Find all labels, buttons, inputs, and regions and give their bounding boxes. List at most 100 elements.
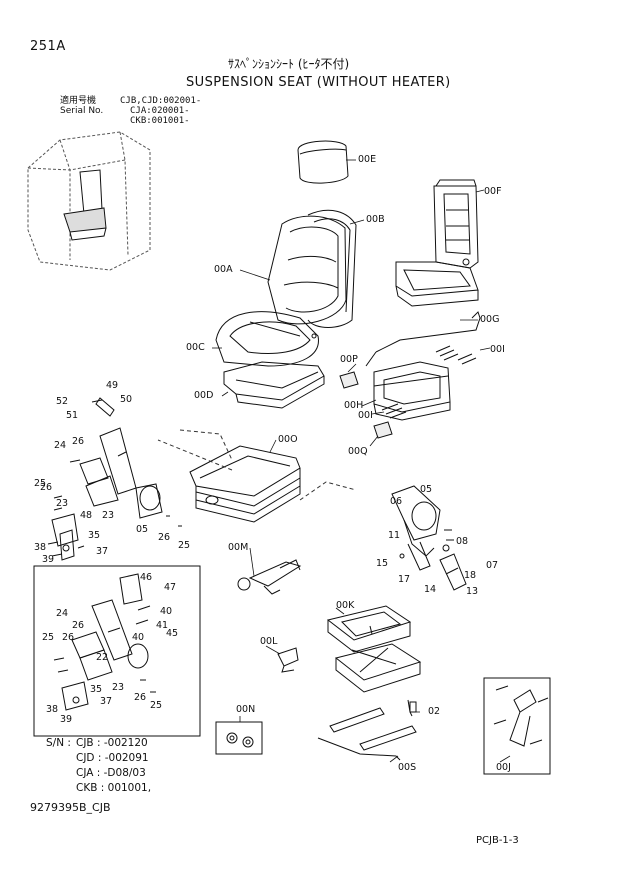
callout-00I-upper: 00I xyxy=(490,344,505,355)
callout-49: 49 xyxy=(106,380,118,391)
sn-row-3: CJA : -D08/03 xyxy=(76,767,146,779)
callout-08: 08 xyxy=(456,536,468,547)
cab-seat-highlight xyxy=(63,169,107,241)
springs-00I xyxy=(381,345,477,419)
callout-24-inset: 24 xyxy=(56,608,68,619)
nuts-00N xyxy=(215,721,263,755)
callout-00J: 00J xyxy=(496,762,511,773)
callout-00I-lower: 00I xyxy=(358,410,373,421)
page-reference: PCJB-1-3 xyxy=(476,835,519,846)
knob-00P xyxy=(339,371,359,389)
callout-23-b: 23 xyxy=(102,510,114,521)
callout-06: 06 xyxy=(390,496,402,507)
callout-26-inset-b: 26 xyxy=(62,632,74,643)
lever-00M xyxy=(237,559,302,595)
callout-48: 48 xyxy=(80,510,92,521)
callout-25-b: 25 xyxy=(178,540,190,551)
callout-00B: 00B xyxy=(366,214,385,225)
shock-absorber-00J xyxy=(483,677,551,775)
seat-pan-00D xyxy=(223,361,325,409)
armrest-right-assembly xyxy=(391,485,467,591)
callout-14: 14 xyxy=(424,584,436,595)
callout-00K: 00K xyxy=(336,600,355,611)
callout-00D: 00D xyxy=(194,390,213,401)
callout-17: 17 xyxy=(398,574,410,585)
callout-13: 13 xyxy=(466,586,478,597)
callout-47: 47 xyxy=(164,582,176,593)
callout-00O: 00O xyxy=(278,434,298,445)
inset-box xyxy=(33,565,201,737)
callouts: 00E 00F 00B 00A 00G 00C 00P 00I 00D 00H … xyxy=(34,154,511,773)
callout-40-a: 40 xyxy=(160,606,172,617)
callout-18: 18 xyxy=(464,570,476,581)
cab-illustration xyxy=(27,131,151,271)
document-number: 9279395B_CJB xyxy=(30,801,111,814)
slide-rail-00H xyxy=(373,361,451,421)
callout-50: 50 xyxy=(120,394,132,405)
callout-35-inset: 35 xyxy=(90,684,102,695)
callout-22: 22 xyxy=(96,652,108,663)
callout-00S: 00S xyxy=(398,762,416,773)
sn-prefix: S/N : xyxy=(46,737,71,749)
page-id: 251A xyxy=(30,39,66,54)
callout-39-inset: 39 xyxy=(60,714,72,725)
callout-05-right: 05 xyxy=(420,484,432,495)
sn-row-1: CJB : -002120 xyxy=(76,737,148,749)
callout-00P: 00P xyxy=(340,354,358,365)
callout-45: 45 xyxy=(166,628,178,639)
callout-26-a: 26 xyxy=(72,436,84,447)
callout-leaders xyxy=(212,159,511,763)
headrest-00E xyxy=(297,140,349,184)
callout-39: 39 xyxy=(42,554,54,565)
callout-00Q: 00Q xyxy=(348,446,368,457)
callout-00L: 00L xyxy=(260,636,278,647)
title-english: SUSPENSION SEAT (WITHOUT HEATER) xyxy=(186,75,451,90)
sn-row-4: CKB : 001001, xyxy=(76,782,152,794)
callout-26-c: 26 xyxy=(158,532,170,543)
callout-11: 11 xyxy=(388,530,400,541)
callout-41: 41 xyxy=(156,620,168,631)
callout-25-inset-b: 25 xyxy=(150,700,162,711)
sn-row-2: CJD : -002091 xyxy=(76,752,149,764)
callout-26-b: 26 xyxy=(40,482,52,493)
callout-51: 51 xyxy=(66,410,78,421)
callout-37-inset: 37 xyxy=(100,696,112,707)
leader-dashes xyxy=(157,429,357,501)
callout-52: 52 xyxy=(56,396,68,407)
callout-00F: 00F xyxy=(484,186,502,197)
callout-02: 02 xyxy=(428,706,440,717)
serial-line-2: CJA:020001- xyxy=(130,106,190,116)
seat-cushion-00C xyxy=(215,311,319,367)
armrest-left-assembly xyxy=(47,397,182,561)
callout-40-b: 40 xyxy=(132,632,144,643)
callout-00H: 00H xyxy=(344,400,363,411)
callout-00A: 00A xyxy=(214,264,233,275)
callout-25-inset-a: 25 xyxy=(42,632,54,643)
serial-line-3: CKB:001001- xyxy=(130,116,190,126)
callout-00M: 00M xyxy=(228,542,248,553)
callout-23-a: 23 xyxy=(56,498,68,509)
suspension-cover-00O xyxy=(189,445,301,523)
callout-25-a: 25 xyxy=(34,478,46,489)
callout-23-inset: 23 xyxy=(112,682,124,693)
callout-38: 38 xyxy=(34,542,46,553)
seat-back-00A xyxy=(267,215,347,325)
callout-26-inset-a: 26 xyxy=(72,620,84,631)
base-rails-00S xyxy=(317,699,417,761)
control-rod-00G xyxy=(365,311,481,367)
callout-00C: 00C xyxy=(186,342,205,353)
callout-35: 35 xyxy=(88,530,100,541)
seat-frame-00F xyxy=(395,179,479,307)
back-cushion-00B xyxy=(307,209,357,328)
callout-00G: 00G xyxy=(480,314,499,325)
callout-46: 46 xyxy=(140,572,152,583)
callout-07: 07 xyxy=(486,560,498,571)
title-japanese: ｻｽﾍﾟﾝｼｮﾝｼｰﾄ (ﾋｰﾀ不付) xyxy=(228,57,350,71)
callout-15: 15 xyxy=(376,558,388,569)
serial-label-jp: 適用号機 xyxy=(60,96,97,106)
suspension-mechanism-00K xyxy=(326,605,422,693)
callout-24: 24 xyxy=(54,440,66,451)
callout-37: 37 xyxy=(96,546,108,557)
